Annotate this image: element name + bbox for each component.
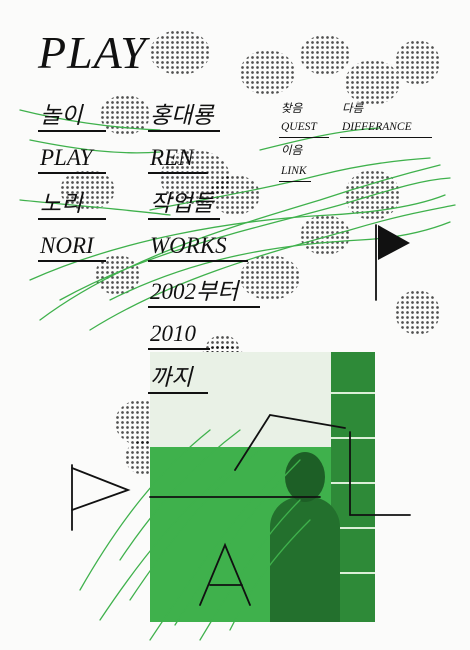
underline: [148, 306, 260, 308]
underline: [279, 181, 311, 182]
middle-item-0: 홍대룡: [150, 103, 214, 128]
photo-shelf-line: [331, 482, 375, 484]
halftone-cloud: [300, 215, 350, 255]
halftone-cloud: [95, 255, 140, 295]
middle-item-4: 2002부터: [150, 279, 239, 304]
poster-title: PLAY: [38, 27, 147, 78]
left-item-1: PLAY: [40, 145, 93, 170]
underline: [279, 137, 329, 138]
flag-outline-left: [71, 467, 131, 511]
photo-shelf-line: [331, 572, 375, 574]
photo-shelf-line: [331, 392, 375, 394]
photo-shelf-line: [331, 527, 375, 529]
nav-label-link-ko: 이음: [281, 145, 303, 157]
underline: [148, 172, 208, 174]
underline: [148, 218, 220, 220]
halftone-cloud: [60, 170, 115, 210]
halftone-cloud: [240, 255, 300, 300]
halftone-cloud: [395, 40, 440, 85]
halftone-cloud: [300, 35, 350, 75]
nav-label-difference-ko: 다름: [342, 103, 364, 115]
halftone-cloud: [395, 290, 440, 335]
underline: [340, 137, 432, 138]
green-scribbles: [19, 109, 456, 641]
halftone-cloud: [210, 175, 260, 215]
middle-item-2: 작업들: [150, 191, 214, 216]
nav-link-quest[interactable]: QUEST: [281, 121, 317, 133]
middle-item-3: WORKS: [150, 233, 227, 258]
photo-person-body: [270, 497, 340, 622]
underline: [148, 260, 248, 262]
nav-link-link[interactable]: LINK: [281, 165, 307, 177]
left-item-0: 놀이: [40, 103, 83, 128]
underline: [38, 260, 106, 262]
left-item-3: NORI: [40, 233, 94, 258]
middle-item-6: 까지: [150, 365, 193, 390]
underline: [148, 130, 220, 132]
underline: [38, 130, 106, 132]
nav-label-quest-ko: 찾음: [281, 103, 303, 115]
nav-link-difference[interactable]: DIFFERANCE: [342, 121, 412, 133]
halftone-cloud: [345, 60, 400, 105]
flag-right-icon: [378, 225, 410, 260]
halftone-cloud: [150, 30, 210, 75]
halftone-cloud: [240, 50, 295, 95]
left-item-2: 노리: [40, 191, 83, 216]
photo-shelf-line: [331, 437, 375, 439]
middle-item-5: 2010: [150, 321, 196, 346]
underline: [38, 172, 106, 174]
photo-person-head: [285, 452, 325, 502]
black-line-art: [71, 224, 411, 606]
underline: [38, 218, 106, 220]
zigzag-line: [234, 414, 346, 471]
photo: [150, 352, 375, 622]
underline: [148, 348, 210, 350]
middle-item-1: REN: [150, 145, 194, 170]
underline: [148, 392, 208, 394]
